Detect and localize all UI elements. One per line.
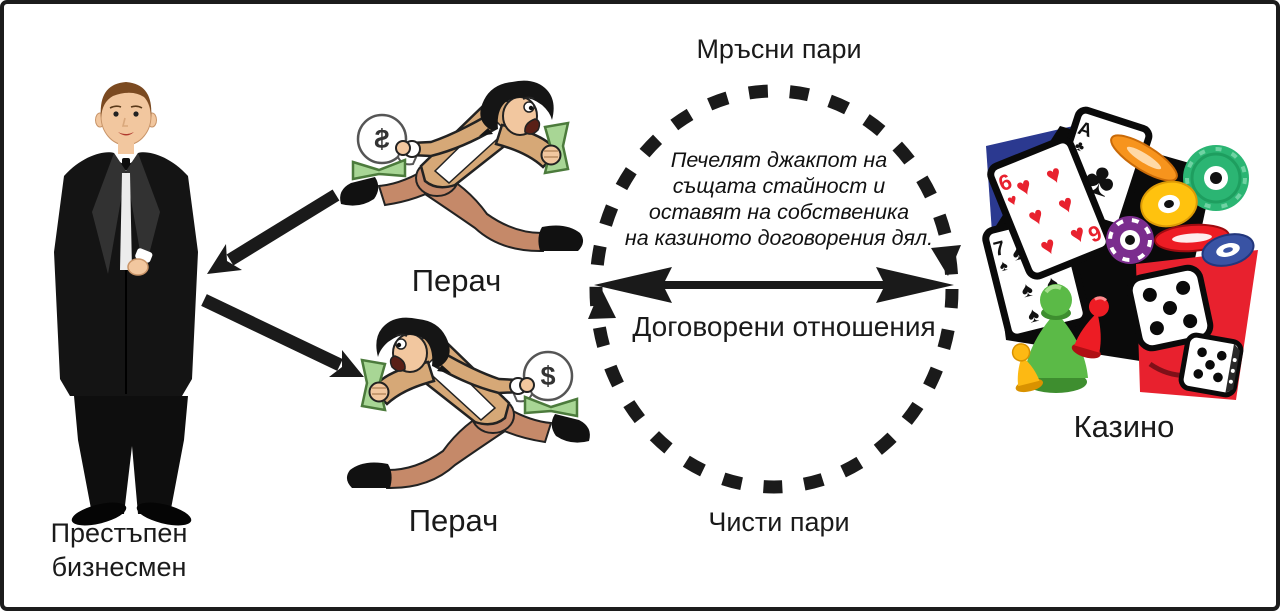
die-five-icon <box>1126 264 1214 352</box>
jackpot-note: Печелят джакпот на същата стайност и ост… <box>589 147 969 251</box>
shoe-left <box>71 502 127 526</box>
businessman-icon <box>54 82 198 526</box>
chip-orange-icon <box>1110 134 1178 182</box>
businessman-label: Престъпен бизнесмен <box>16 516 222 584</box>
agreement-arrow <box>594 267 954 303</box>
chip-green-icon <box>1183 145 1249 211</box>
chip-blue-icon <box>1201 233 1255 267</box>
jackpot-note-line2: същата стайност и <box>672 174 886 198</box>
agreement-label: Договорени отношения <box>632 311 936 342</box>
criminal-businessman-figure <box>54 82 198 526</box>
die-second-icon <box>1178 332 1244 398</box>
card-six-of-hearts: 6 ♥ 6 ♥ ♥ ♥ ♥ ♥ ♥ <box>987 136 1113 280</box>
svg-text:♠: ♠ <box>1019 278 1035 303</box>
pawn-yellow-icon <box>1011 343 1043 393</box>
shoe-right <box>136 502 192 526</box>
businessman-label-line2: бизнесмен <box>51 552 187 582</box>
chip-purple-icon <box>1106 216 1154 264</box>
launderer-top-label: Перач <box>411 263 502 298</box>
trousers <box>74 396 188 514</box>
launderer-top-figure <box>338 79 585 253</box>
pawn-red-icon <box>1071 296 1109 359</box>
pawn-green-icon <box>1024 284 1088 393</box>
mouth <box>118 132 134 136</box>
svg-text:A: A <box>1075 118 1095 142</box>
jackpot-note-line3: оставят на собственика <box>648 200 910 224</box>
casino-collage: 7 ♠ ♠ ♠ ♠ ♠ ♠ ♠ ♠ A ♣ ♣ 6 ♥ 6 ♥ ♥ ♥ <box>982 106 1258 400</box>
transfer-arrow-to-businessman <box>207 189 340 274</box>
hair <box>100 82 152 118</box>
svg-text:7: 7 <box>991 237 1007 261</box>
svg-text:♠: ♠ <box>1025 303 1041 328</box>
dirty-money-label: Мръсни пари <box>696 34 862 64</box>
hand <box>127 258 149 276</box>
svg-text:♠: ♠ <box>998 257 1010 275</box>
jackpot-note-line1: Печелят джакпот на <box>670 148 888 172</box>
launderer-bottom-figure <box>345 316 592 490</box>
casino-label: Казино <box>1073 409 1175 444</box>
clean-money-label: Чисти пари <box>708 507 850 537</box>
businessman-label-line1: Престъпен <box>50 518 188 548</box>
chip-yellow-icon <box>1140 180 1198 228</box>
jackpot-note-line4: на казиното договорения дял. <box>624 226 934 250</box>
launderer-bottom-label: Перач <box>408 503 499 538</box>
